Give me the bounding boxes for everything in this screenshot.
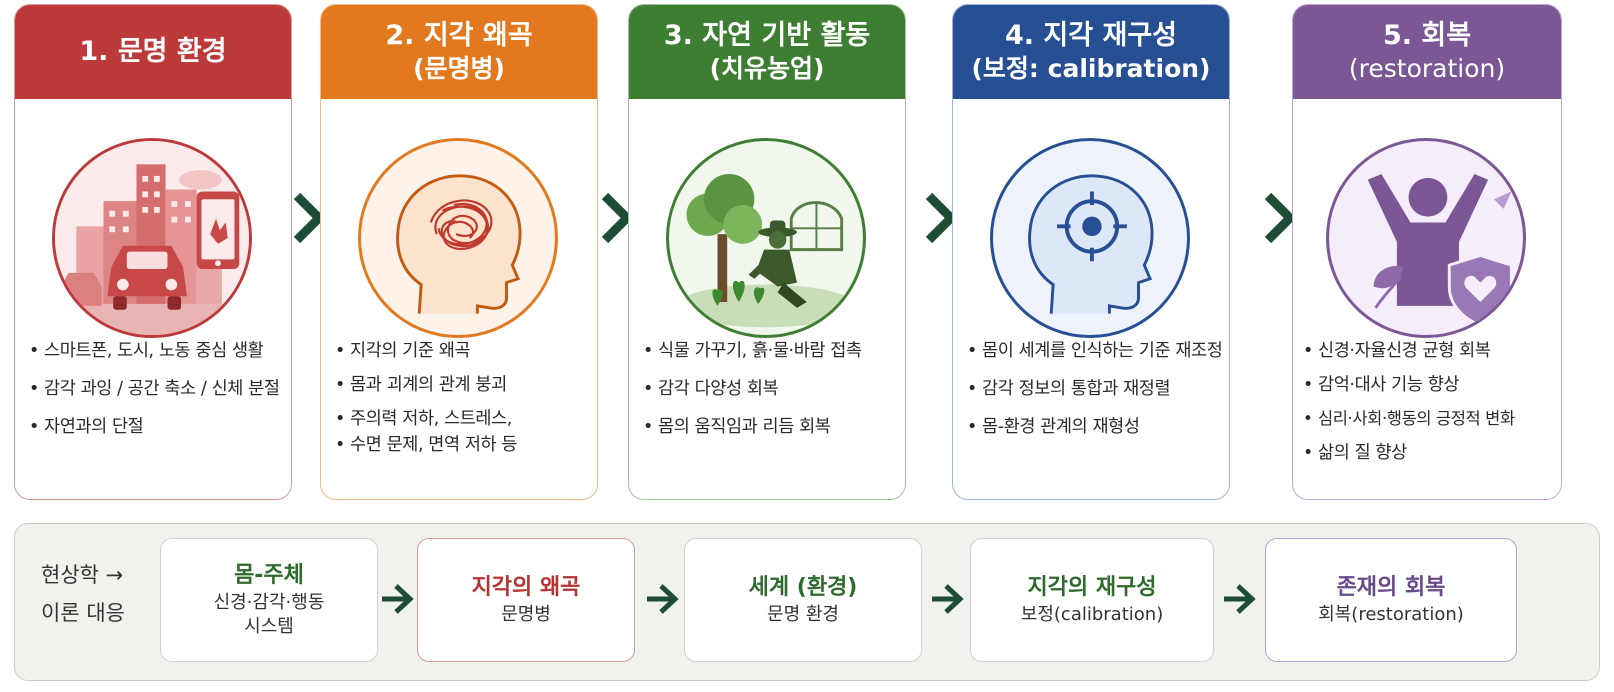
theory-box-world-environment: 세계 (환경) 문명 환경 <box>684 538 922 662</box>
arrow-right-icon <box>382 584 414 614</box>
arrow-right-icon <box>932 584 964 614</box>
theory-label-line1: 현상학 → <box>41 563 124 587</box>
theory-box-sub: 신경·감각·행동 <box>213 592 325 613</box>
step-header-2: 2. 지각 왜곡 (문명병) <box>321 5 597 99</box>
theory-box-perception-reconstruction: 지각의 재구성 보정(calibration) <box>970 538 1214 662</box>
step-subtitle-2: (문명병) <box>413 54 505 83</box>
theory-box-title: 몸-주체 <box>234 563 304 588</box>
theory-box-sub: 시스템 <box>244 616 294 637</box>
bullet-item: 스마트폰, 도시, 노동 중심 생활 <box>29 338 283 364</box>
step-header-3: 3. 자연 기반 활동 (치유농업) <box>629 5 905 99</box>
step-subtitle-3: (치유농업) <box>709 54 825 83</box>
bullet-item: 몸과 괴계의 관계 붕괴 <box>335 372 589 398</box>
theory-box-title: 지각의 재구성 <box>1027 575 1157 600</box>
bullet-item: 주의력 저하, 스트레스, <box>335 406 589 432</box>
city-smartphone-icon <box>52 138 252 338</box>
step-card-3: 3. 자연 기반 활동 (치유농업) 식물 가꾸기, 흙·물· <box>628 4 906 500</box>
theory-box-sub: 문명 환경 <box>767 604 839 625</box>
step-subtitle-5: (restoration) <box>1348 54 1506 83</box>
gardener-tree-greenhouse-icon <box>666 138 866 338</box>
chevron-right-icon <box>1264 192 1297 244</box>
step-header-4: 4. 지각 재구성 (보정: calibration) <box>953 5 1229 99</box>
raised-arms-shield-icon <box>1326 138 1526 338</box>
step-title-5: 5. 회복 <box>1382 20 1472 51</box>
step-card-5: 5. 회복 (restoration) 신경·자율신경 균형 회복 감억·대사 … <box>1292 4 1562 500</box>
theory-box-restoration-of-being: 존재의 회복 회복(restoration) <box>1265 538 1517 662</box>
chevron-right-icon <box>293 192 326 244</box>
tangled-head-icon <box>358 138 558 338</box>
step-card-4: 4. 지각 재구성 (보정: calibration) 몸이 세계를 인식하는 … <box>952 4 1230 500</box>
theory-box-title: 존재의 회복 <box>1336 575 1446 600</box>
chevron-right-icon <box>925 192 958 244</box>
theory-label-line2: 이론 대응 <box>41 601 125 625</box>
bullet-item: 감각 다양성 회복 <box>643 376 897 402</box>
bullet-item: 지각의 기준 왜곡 <box>335 338 589 364</box>
bullet-item: 감각 과잉 / 공간 축소 / 신체 분절 <box>29 376 283 402</box>
target-head-icon <box>990 138 1190 338</box>
theory-box-sub: 문명병 <box>501 604 551 625</box>
theory-label: 현상학 → 이론 대응 <box>41 556 125 632</box>
bullet-item: 감각 정보의 통합과 재정렬 <box>967 376 1221 402</box>
step-title-2: 2. 지각 왜곡 <box>385 20 533 51</box>
bullet-item: 감억·대사 기능 향상 <box>1303 372 1553 398</box>
step-title-4: 4. 지각 재구성 <box>1004 20 1178 51</box>
arrow-right-icon <box>1224 584 1256 614</box>
chevron-right-icon <box>601 192 634 244</box>
bullet-item: 수면 문제, 면역 저하 등 <box>335 432 589 458</box>
theory-box-title: 세계 (환경) <box>748 575 858 600</box>
theory-mapping-panel: 현상학 → 이론 대응 몸-주체 신경·감각·행동 시스템 지각의 왜곡 문명병… <box>14 523 1600 681</box>
step-bullets-1: 스마트폰, 도시, 노동 중심 생활 감각 과잉 / 공간 축소 / 신체 분절… <box>29 338 283 452</box>
step-card-2: 2. 지각 왜곡 (문명병) 지각의 기준 왜곡 몸과 괴계의 관계 붕괴 주의… <box>320 4 598 500</box>
step-bullets-4: 몸이 세계를 인식하는 기준 재조정 감각 정보의 통합과 재정렬 몸-환경 관… <box>967 338 1223 452</box>
theory-box-title: 지각의 왜곡 <box>471 575 581 600</box>
theory-box-sub: 보정(calibration) <box>1020 604 1164 625</box>
bullet-item: 신경·자율신경 균형 회복 <box>1303 338 1553 364</box>
bullet-item: 몸의 움직임과 리듬 회복 <box>643 414 897 440</box>
theory-box-body-subject: 몸-주체 신경·감각·행동 시스템 <box>160 538 378 662</box>
bullet-item: 몸이 세계를 인식하는 기준 재조정 <box>967 338 1223 364</box>
step-bullets-3: 식물 가꾸기, 흙·물·바람 접촉 감각 다양성 회복 몸의 움직임과 리듬 회… <box>643 338 897 452</box>
bullet-item: 식물 가꾸기, 흙·물·바람 접촉 <box>643 338 897 364</box>
bullet-item: 심리·사회·행동의 긍정적 변화 <box>1303 406 1553 432</box>
step-header-5: 5. 회복 (restoration) <box>1293 5 1561 99</box>
theory-box-perception-distortion: 지각의 왜곡 문명병 <box>417 538 635 662</box>
step-header-1: 1. 문명 환경 <box>15 5 291 99</box>
step-title-3: 3. 자연 기반 활동 <box>663 20 871 51</box>
step-title-1: 1. 문명 환경 <box>79 36 227 67</box>
step-card-1: 1. 문명 환경 <box>14 4 292 500</box>
step-subtitle-4: (보정: calibration) <box>971 54 1211 83</box>
bullet-item: 삶의 질 향상 <box>1303 440 1553 466</box>
step-bullets-5: 신경·자율신경 균형 회복 감억·대사 기능 향상 심리·사회·행동의 긍정적 … <box>1303 338 1553 474</box>
theory-box-sub: 회복(restoration) <box>1318 604 1464 625</box>
bullet-item: 몸-환경 관계의 재형성 <box>967 414 1221 440</box>
bullet-item: 자연과의 단절 <box>29 414 283 440</box>
step-bullets-2: 지각의 기준 왜곡 몸과 괴계의 관계 붕괴 주의력 저하, 스트레스, 수면 … <box>335 338 589 466</box>
arrow-right-icon <box>647 584 679 614</box>
